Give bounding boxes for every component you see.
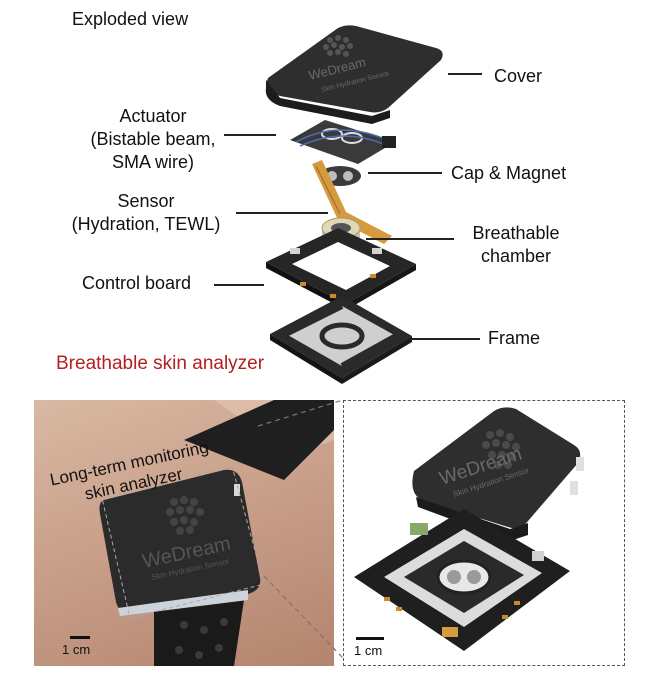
label-sensor: Sensor (Hydration, TEWL) [56, 190, 236, 236]
label-frame: Frame [488, 328, 541, 348]
label-breathable-chamber: Breathable chamber [456, 222, 576, 268]
breathable-chamber-leader-line [366, 238, 454, 240]
label-actuator-line-2: (Bistable beam, [90, 129, 216, 149]
photo-left-scale-label: 1 cm [62, 642, 91, 657]
photo-right-scale-label: 1 cm [354, 643, 383, 658]
actuator-leader-line [224, 134, 276, 136]
label-cap-magnet: Cap & Magnet [451, 163, 567, 183]
label-actuator-line-1: Actuator [119, 106, 187, 126]
cap-magnet-leader-line [368, 172, 442, 174]
control-board-leader-line [214, 284, 264, 286]
label-device-name: Breathable skin analyzer [56, 353, 265, 374]
label-sensor-line-2: (Hydration, TEWL) [71, 214, 221, 234]
label-cover: Cover [494, 66, 543, 86]
photo-wrist-illustration: WeDream Skin Hydration Sensor [70, 400, 334, 666]
diagram-title: Exploded view [72, 9, 189, 29]
label-breathable-chamber-line-1: Breathable [472, 223, 560, 243]
label-control-board: Control board [82, 273, 192, 293]
callout-connector-lines [257, 399, 344, 659]
actuator-part [290, 120, 396, 164]
label-actuator: Actuator (Bistable beam, SMA wire) [68, 105, 238, 174]
label-breathable-chamber-line-2: chamber [480, 246, 552, 266]
cover-leader-line [448, 73, 482, 75]
control-board-part [266, 228, 416, 310]
sensor-leader-line [236, 212, 328, 214]
frame-leader-line [410, 338, 480, 340]
label-actuator-line-3: SMA wire) [111, 152, 194, 172]
frame-part [270, 296, 412, 384]
photo-opened-device-illustration: WeDream Skin Hydration Sensor [354, 407, 584, 651]
cover-part: WeDream Skin Hydration Sensor [265, 25, 443, 124]
label-sensor-line-1: Sensor [117, 191, 175, 211]
photo-opened-device: WeDream Skin Hydration Sensor 1 cm [343, 400, 625, 666]
photo-wrist-device: WeDream Skin Hydration Sensor Long-term … [34, 400, 334, 666]
exploded-view-illustration: WeDream Skin Hydration Sensor [265, 25, 443, 384]
